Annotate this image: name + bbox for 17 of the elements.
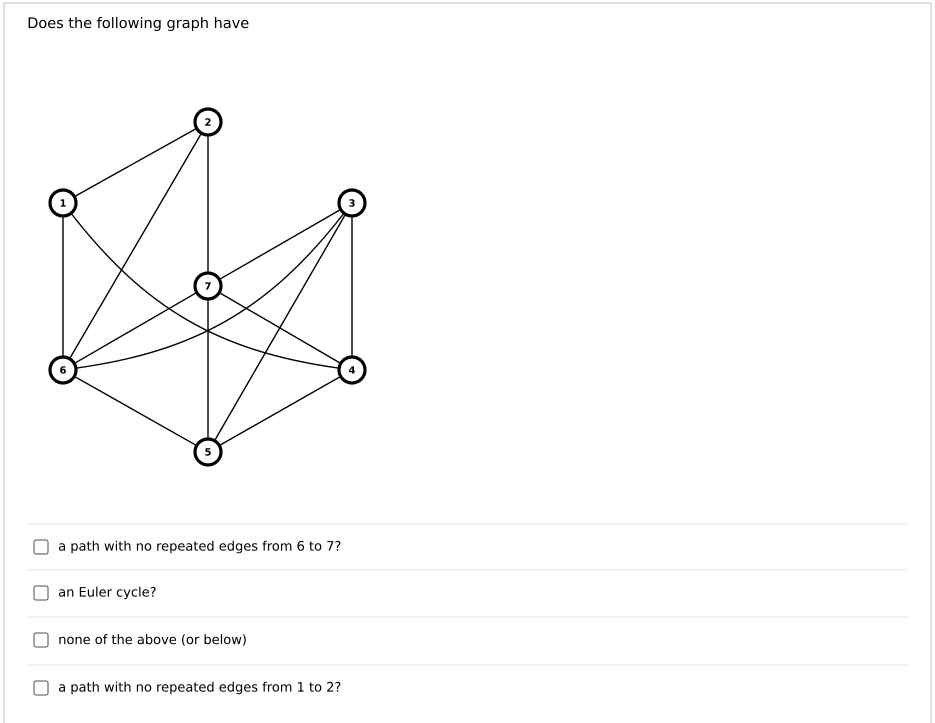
graph-edge [70, 134, 202, 358]
answer-option: a path with no repeated edges from 1 to 2? [59, 682, 340, 694]
graph-edge [214, 215, 346, 440]
answer-option: a path with no repeated edges from 6 to 7? [59, 540, 340, 554]
graph-edge [220, 376, 340, 446]
graph-edge [62, 218, 64, 356]
graph-edge [207, 300, 209, 438]
graph-edge [220, 292, 340, 364]
answer-option: an Euler cycle? [59, 586, 156, 600]
graph-edge [351, 218, 353, 356]
answer-option: none of the above (or below) [59, 634, 246, 646]
graph-edge [75, 292, 196, 364]
graph-edge [75, 128, 196, 196]
graph-edge [207, 136, 209, 272]
graph-edge [220, 210, 340, 280]
graph-edge [75, 376, 196, 446]
question-text: Does the following graph have [28, 16, 248, 31]
